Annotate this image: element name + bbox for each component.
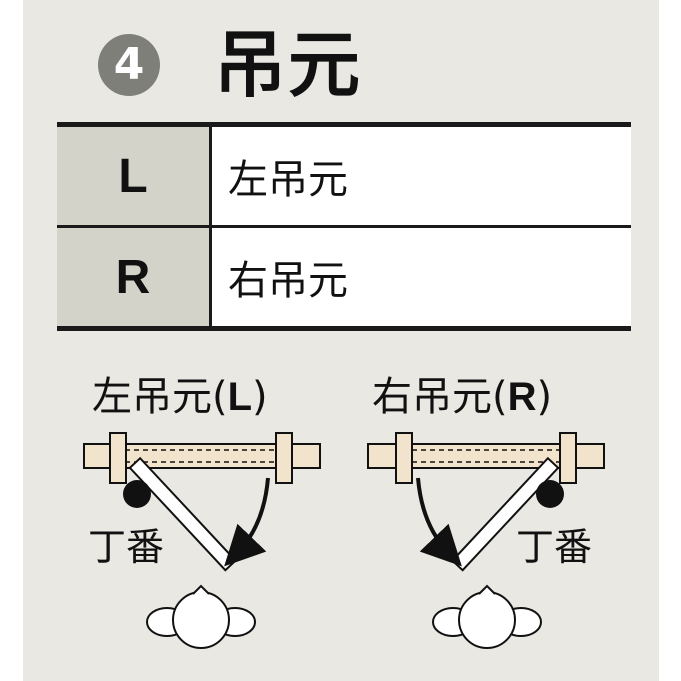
table-row: L 左吊元: [57, 124, 631, 227]
caption-paren-close: ): [537, 374, 553, 420]
diagram-caption: 右吊元: [372, 374, 492, 420]
caption-paren-close: ): [252, 374, 268, 420]
step-number-badge: 4: [98, 34, 160, 96]
person-icon: [146, 584, 256, 649]
jamb-post: [109, 432, 127, 484]
background-panel: [23, 0, 659, 681]
diagram-caption: 左吊元: [92, 374, 212, 420]
jamb-post: [395, 432, 413, 484]
caption-paren-open: (: [492, 374, 508, 420]
page-title: 吊元: [214, 23, 363, 107]
hinge-dot-icon: [536, 480, 564, 508]
option-label-cell: 左吊元: [210, 124, 631, 227]
hinge-label: 丁番: [88, 525, 164, 569]
swing-arrow-icon: [416, 477, 462, 567]
swing-arrow-icon: [224, 477, 270, 567]
caption-paren-open: (: [212, 374, 228, 420]
person-icon: [432, 584, 542, 649]
caption-code: L: [228, 375, 252, 419]
left-hinge-diagram: 左吊元(L) 丁番: [83, 374, 321, 649]
jamb-post: [275, 432, 293, 484]
option-code-cell: R: [57, 225, 212, 329]
hinge-label: 丁番: [516, 525, 592, 569]
hinge-side-table: L 左吊元 R 右吊元: [57, 122, 631, 331]
hinge-dot-icon: [123, 480, 151, 508]
svg-text:左吊元(L): 左吊元(L): [92, 374, 268, 420]
svg-text:右吊元(R): 右吊元(R): [372, 374, 552, 420]
option-code-cell: L: [57, 124, 212, 227]
caption-code: R: [508, 375, 537, 419]
right-hinge-diagram: 右吊元(R) 丁番: [367, 374, 605, 649]
jamb-post: [559, 432, 577, 484]
table-row: R 右吊元: [57, 225, 631, 329]
option-label-cell: 右吊元: [210, 225, 631, 329]
